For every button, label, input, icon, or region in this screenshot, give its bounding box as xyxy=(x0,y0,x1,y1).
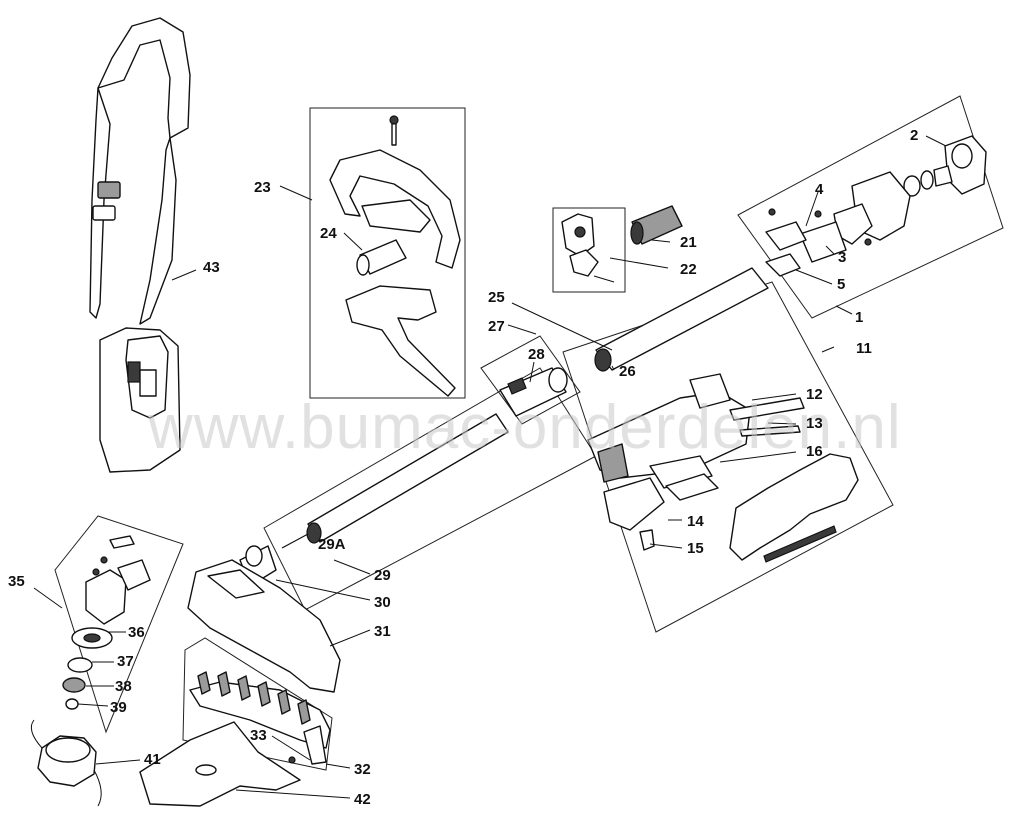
callout-26: 26 xyxy=(619,363,636,380)
callout-12: 12 xyxy=(806,386,823,403)
group-box-21-22 xyxy=(552,207,626,293)
callout-2: 2 xyxy=(910,127,918,144)
callout-33: 33 xyxy=(250,727,267,744)
angle-gearbox xyxy=(62,535,151,710)
callout-31: 31 xyxy=(374,623,391,640)
callout-32: 32 xyxy=(354,761,371,778)
tube-coupling xyxy=(499,367,568,417)
callout-23: 23 xyxy=(254,179,271,196)
callout-39: 39 xyxy=(110,699,127,716)
callout-numbers: 1 2 3 4 5 11 12 13 14 15 16 21 22 23 24 … xyxy=(8,127,918,808)
grass-guard xyxy=(187,559,341,693)
callout-24: 24 xyxy=(320,225,337,242)
callout-42: 42 xyxy=(354,791,371,808)
clamp-and-grip xyxy=(561,205,683,283)
bevel-gear-assembly xyxy=(765,135,987,277)
trimmer-head xyxy=(30,719,102,807)
callout-43: 43 xyxy=(203,259,220,276)
callout-11: 11 xyxy=(856,340,872,357)
guard-extension xyxy=(189,671,331,765)
group-box-23 xyxy=(309,107,466,399)
callout-15: 15 xyxy=(687,540,704,557)
watermark: www.bumac-onderdelen.nl xyxy=(147,393,902,462)
group-box-32 xyxy=(182,637,333,771)
cutting-blade xyxy=(139,721,301,807)
callout-37: 37 xyxy=(117,653,134,670)
callout-41: 41 xyxy=(144,751,161,768)
callout-5: 5 xyxy=(837,276,845,293)
callout-29: 29 xyxy=(374,567,391,584)
callout-35: 35 xyxy=(8,573,25,590)
group-box-27 xyxy=(480,335,581,425)
callout-22: 22 xyxy=(680,261,697,278)
callout-4: 4 xyxy=(815,181,824,198)
shoulder-harness xyxy=(89,17,191,473)
callout-14: 14 xyxy=(687,513,704,530)
callout-16: 16 xyxy=(806,443,823,460)
front-handle xyxy=(329,115,461,397)
callout-38: 38 xyxy=(115,678,132,695)
callout-29a: 29A xyxy=(318,536,346,553)
callout-27: 27 xyxy=(488,318,505,335)
callout-36: 36 xyxy=(128,624,145,641)
callout-3: 3 xyxy=(838,249,846,266)
group-box-35 xyxy=(54,515,184,734)
drive-shaft-tube xyxy=(594,267,769,372)
callout-21: 21 xyxy=(680,234,697,251)
callout-28: 28 xyxy=(528,346,545,363)
leader-lines xyxy=(33,135,947,799)
group-box-1 xyxy=(737,95,1004,319)
callout-25: 25 xyxy=(488,289,505,306)
callout-30: 30 xyxy=(374,594,391,611)
throttle-and-engine-parts xyxy=(587,373,859,563)
callout-1: 1 xyxy=(855,309,863,326)
callout-13: 13 xyxy=(806,415,823,432)
